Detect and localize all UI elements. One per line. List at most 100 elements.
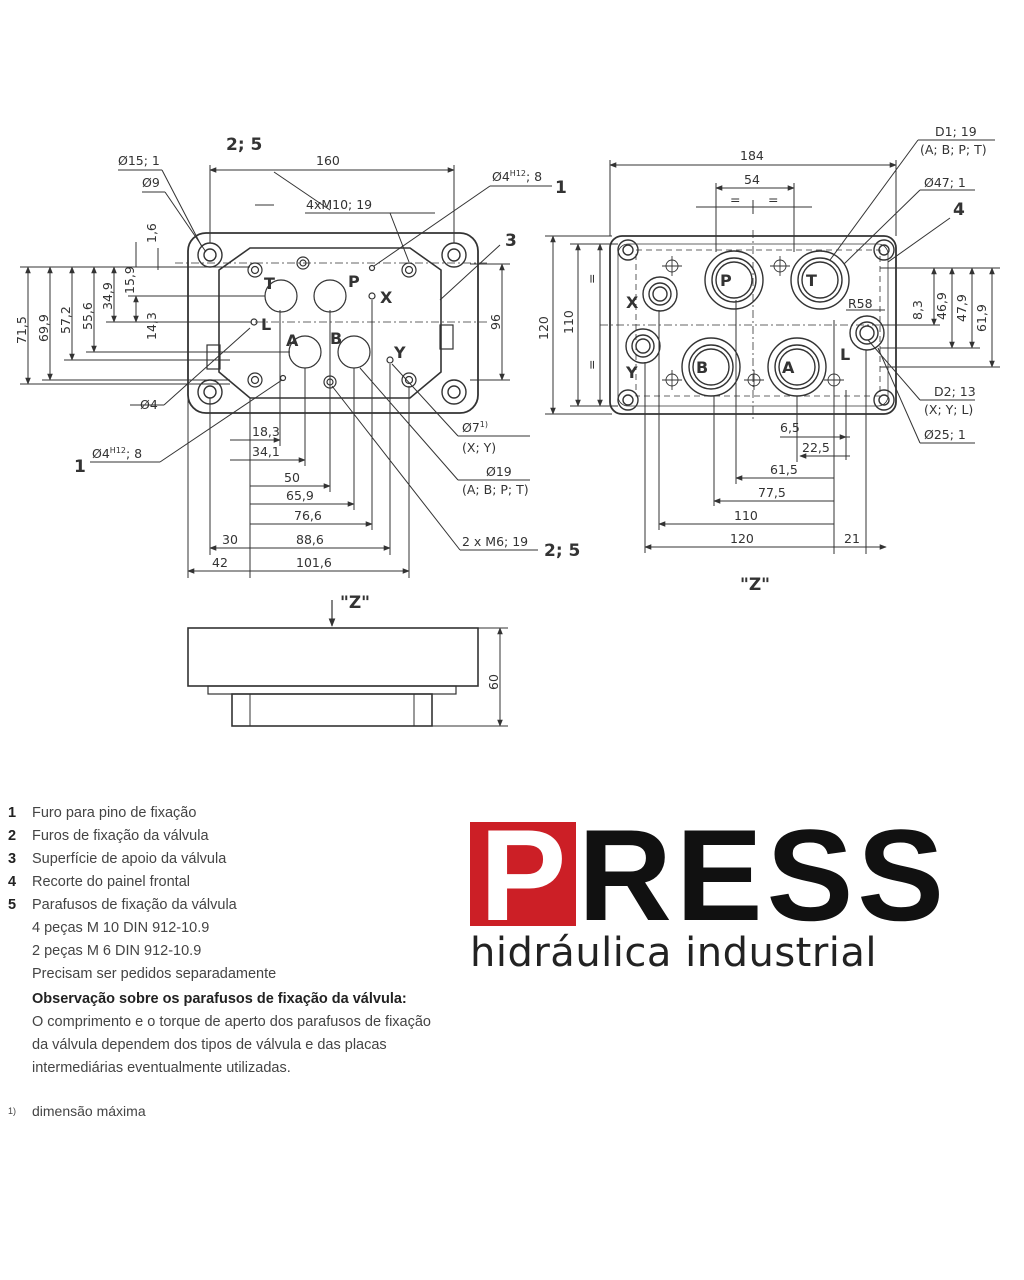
port-X-hole: [368, 292, 376, 300]
port-label-A: A: [286, 331, 299, 350]
dim-34-9: 34,9: [100, 282, 115, 310]
callout-1-top: 1: [555, 178, 567, 198]
dim-34-1: 34,1: [252, 444, 280, 459]
callout-2-5-bottom: 2; 5: [544, 541, 580, 561]
dim-d1-ports: (A; B; P; T): [920, 142, 987, 157]
dim-15-9: 15,9: [122, 266, 137, 294]
footnote-text: dimensão máxima: [32, 1103, 146, 1119]
legend-item5-line4: Precisam ser pedidos separadamente: [32, 966, 277, 982]
dim-d7: Ø71): [462, 420, 488, 435]
pin-hole-bottom: [279, 374, 287, 382]
eq-left: =: [730, 192, 740, 207]
dim-120-vertical: 120: [536, 316, 551, 340]
dim-76-6: 76,6: [294, 508, 322, 523]
footnote: 1) dimensão máxima: [8, 1100, 528, 1123]
dim-2xm6: 2 x M6; 19: [462, 534, 528, 549]
dim-4xm10: 4xM10; 19: [306, 197, 372, 212]
callout-3: 3: [505, 231, 517, 251]
mounting-surface: [218, 247, 442, 399]
dim-101-6: 101,6: [296, 555, 332, 570]
dim-46-9: 46,9: [934, 292, 949, 320]
dim-21: 21: [844, 531, 860, 546]
dim-d4h12-top: Ø4H12; 8: [492, 169, 542, 184]
right-view-label: "Z": [740, 575, 770, 595]
legend-item-number: 5: [8, 897, 17, 913]
dim-d2-13: D2; 13: [934, 384, 976, 399]
eq-right: =: [768, 192, 778, 207]
dim-57-2: 57,2: [58, 306, 73, 334]
dim-1-6: 1,6: [144, 223, 159, 243]
dim-22-5: 22,5: [802, 440, 830, 455]
port-label-B-right: B: [696, 358, 708, 377]
dim-d7-ports: (X; Y): [462, 440, 496, 455]
dim-d19: Ø19: [486, 464, 512, 479]
right-tab: [439, 324, 454, 350]
dim-d15: Ø15; 1: [118, 153, 160, 168]
port-P-hole: [313, 279, 347, 313]
right-view-texts: 184 54 = = D1; 19 (A; B; P; T) Ø47; 1 4 …: [536, 124, 989, 595]
side-plate-body: [187, 627, 479, 687]
dim-55-6: 55,6: [80, 302, 95, 330]
dim-18-3: 18,3: [252, 424, 280, 439]
note-line-3: intermediárias eventualmente utilizadas.: [32, 1060, 291, 1076]
port-label-P: P: [348, 272, 360, 291]
port-label-L: L: [261, 315, 271, 334]
left-tab: [206, 344, 221, 370]
legend-item-number: 2: [8, 828, 17, 844]
port-label-P-right: P: [720, 271, 732, 290]
dim-47-9: 47,9: [954, 294, 969, 322]
corner-holes-right: [617, 239, 895, 411]
dim-d9: Ø9: [142, 175, 160, 190]
dim-184: 184: [740, 148, 764, 163]
pin-hole-top: [368, 264, 376, 272]
legend-item-text: Furo para pino de fixação: [32, 805, 197, 821]
callout-4: 4: [953, 200, 965, 220]
dim-d25: Ø25; 1: [924, 427, 966, 442]
dim-50: 50: [284, 470, 300, 485]
port-label-T-right: T: [806, 271, 817, 290]
dim-77-5: 77,5: [758, 485, 786, 500]
left-plate-outline: [187, 232, 479, 414]
legend-item: 3 Superfície de apoio da válvula: [8, 848, 528, 871]
dim-65-9: 65,9: [286, 488, 314, 503]
side-view-texts: "Z" 60: [340, 593, 501, 690]
legend-item-text: Superfície de apoio da válvula: [32, 851, 227, 867]
dim-r58: R58: [848, 296, 873, 311]
dim-110-vertical: 110: [561, 310, 576, 334]
legend-item5-line2: 4 peças M 10 DIN 912-10.9: [32, 920, 210, 936]
logo-letter-p: P: [479, 802, 567, 948]
legend-item-number: 3: [8, 851, 17, 867]
note-title: Observação sobre os parafusos de fixação…: [32, 991, 407, 1007]
dim-71-5: 71,5: [14, 316, 29, 344]
port-label-Y: Y: [393, 343, 406, 362]
dim-96: 96: [488, 314, 503, 330]
legend-item-text: Furos de fixação da válvula: [32, 828, 209, 844]
port-label-X: X: [380, 288, 393, 307]
port-label-L-right: L: [840, 345, 850, 364]
note-line-2: da válvula dependem dos tipos de válvula…: [32, 1037, 387, 1053]
port-label-A-right: A: [782, 358, 795, 377]
right-dimension-lines: [545, 139, 1000, 554]
large-ports: [681, 250, 850, 397]
eq-vertical-top: =: [584, 274, 599, 284]
dim-54: 54: [744, 172, 760, 187]
port-B-hole: [337, 335, 371, 369]
small-ports: [625, 276, 885, 364]
logo-red-box: [470, 822, 576, 926]
port-label-B: B: [330, 329, 342, 348]
dim-d2-ports: (X; Y; L): [924, 402, 973, 417]
port-label-Y-right: Y: [625, 363, 638, 382]
callout-1-bottom: 1: [74, 457, 86, 477]
dim-d4: Ø4: [140, 397, 158, 412]
dim-d4h12-bottom: Ø4H12; 8: [92, 446, 142, 461]
left-dimension-lines: [20, 165, 552, 578]
note-line-1: O comprimento e o torque de aperto dos p…: [32, 1014, 431, 1030]
logo-tagline: hidráulica industrial: [470, 930, 878, 976]
dim-d1-19: D1; 19: [935, 124, 977, 139]
dim-160: 160: [316, 153, 340, 168]
legend-item5-line3: 2 peças M 6 DIN 912-10.9: [32, 943, 202, 959]
